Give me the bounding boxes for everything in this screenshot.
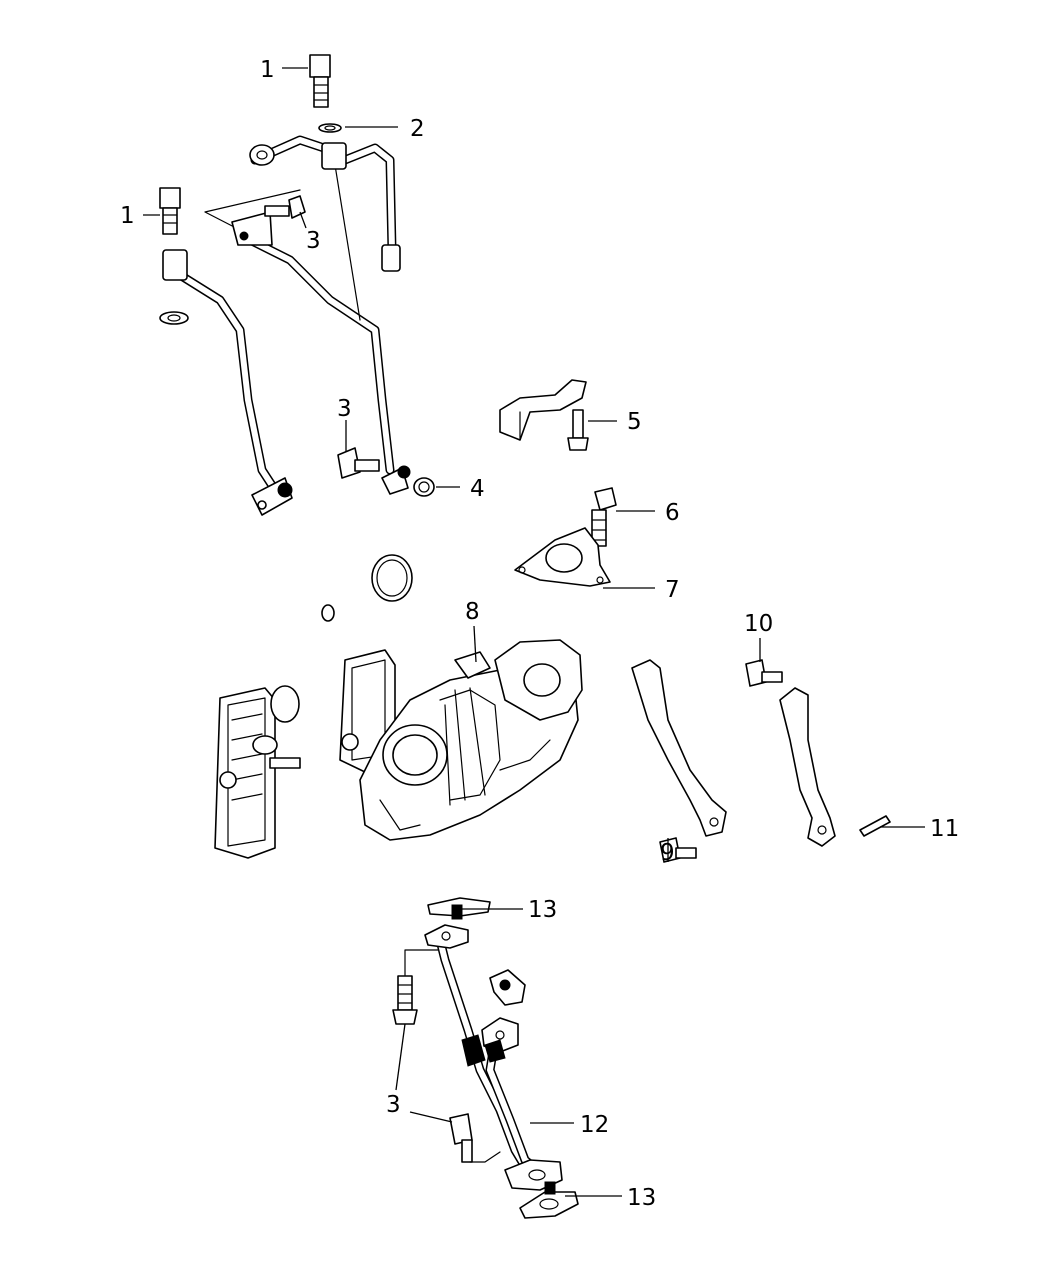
callout-4: 4 bbox=[470, 476, 485, 502]
bolt-5 bbox=[567, 409, 589, 451]
callout-9: 9 bbox=[660, 840, 675, 866]
support-bracket-10 bbox=[779, 687, 836, 847]
gasket-7 bbox=[514, 527, 611, 587]
callout-3-mid: 3 bbox=[337, 396, 352, 422]
oil-lines-assembly bbox=[175, 135, 397, 495]
lower-fitting-right bbox=[381, 465, 411, 495]
sealing-washer bbox=[318, 123, 342, 133]
banjo-fitting-left bbox=[159, 249, 189, 325]
banjo-fitting-top bbox=[249, 142, 401, 272]
turbo-actuator bbox=[214, 685, 301, 859]
callout-12: 12 bbox=[580, 1112, 609, 1138]
o-ring-large bbox=[371, 554, 413, 602]
washer-4 bbox=[413, 477, 435, 497]
bolt-3-lower-b bbox=[449, 1113, 501, 1163]
bolt-10 bbox=[745, 659, 783, 687]
callout-13-bottom: 13 bbox=[627, 1185, 656, 1211]
callout-11: 11 bbox=[930, 816, 959, 842]
callout-3-upper: 3 bbox=[306, 228, 321, 254]
flange-bolt-upper bbox=[264, 195, 306, 219]
bolt-9 bbox=[659, 837, 697, 863]
flange-bolt-mid bbox=[337, 447, 380, 479]
callout-1-top: 1 bbox=[260, 57, 275, 83]
leader-lines bbox=[143, 67, 925, 1197]
callout-3-lower: 3 bbox=[386, 1092, 401, 1118]
line-bracket bbox=[204, 189, 301, 246]
gasket-13-bottom bbox=[519, 1181, 579, 1219]
callout-7: 7 bbox=[665, 577, 680, 603]
banjo-bolt-left bbox=[159, 187, 181, 235]
callout-13-top: 13 bbox=[528, 897, 557, 923]
o-ring-small bbox=[321, 604, 335, 622]
coolant-pipe-12 bbox=[424, 924, 563, 1191]
turbocharger-8 bbox=[339, 639, 583, 841]
callout-2: 2 bbox=[410, 116, 425, 142]
pipe-bracket bbox=[489, 969, 526, 1006]
callout-10: 10 bbox=[744, 611, 773, 637]
callout-5: 5 bbox=[627, 409, 642, 435]
callout-6: 6 bbox=[665, 500, 680, 526]
lower-flange-left bbox=[251, 477, 293, 516]
turbo-bracket-5 bbox=[499, 379, 587, 441]
banjo-bolt-top bbox=[309, 54, 331, 108]
callout-8: 8 bbox=[465, 599, 480, 625]
bolt-3-lower-a bbox=[392, 949, 439, 1025]
callout-1-left: 1 bbox=[120, 203, 135, 229]
support-bracket-9 bbox=[631, 659, 727, 837]
bolt-6 bbox=[591, 487, 617, 547]
clip-11 bbox=[859, 815, 891, 837]
gasket-13-top bbox=[427, 897, 491, 920]
